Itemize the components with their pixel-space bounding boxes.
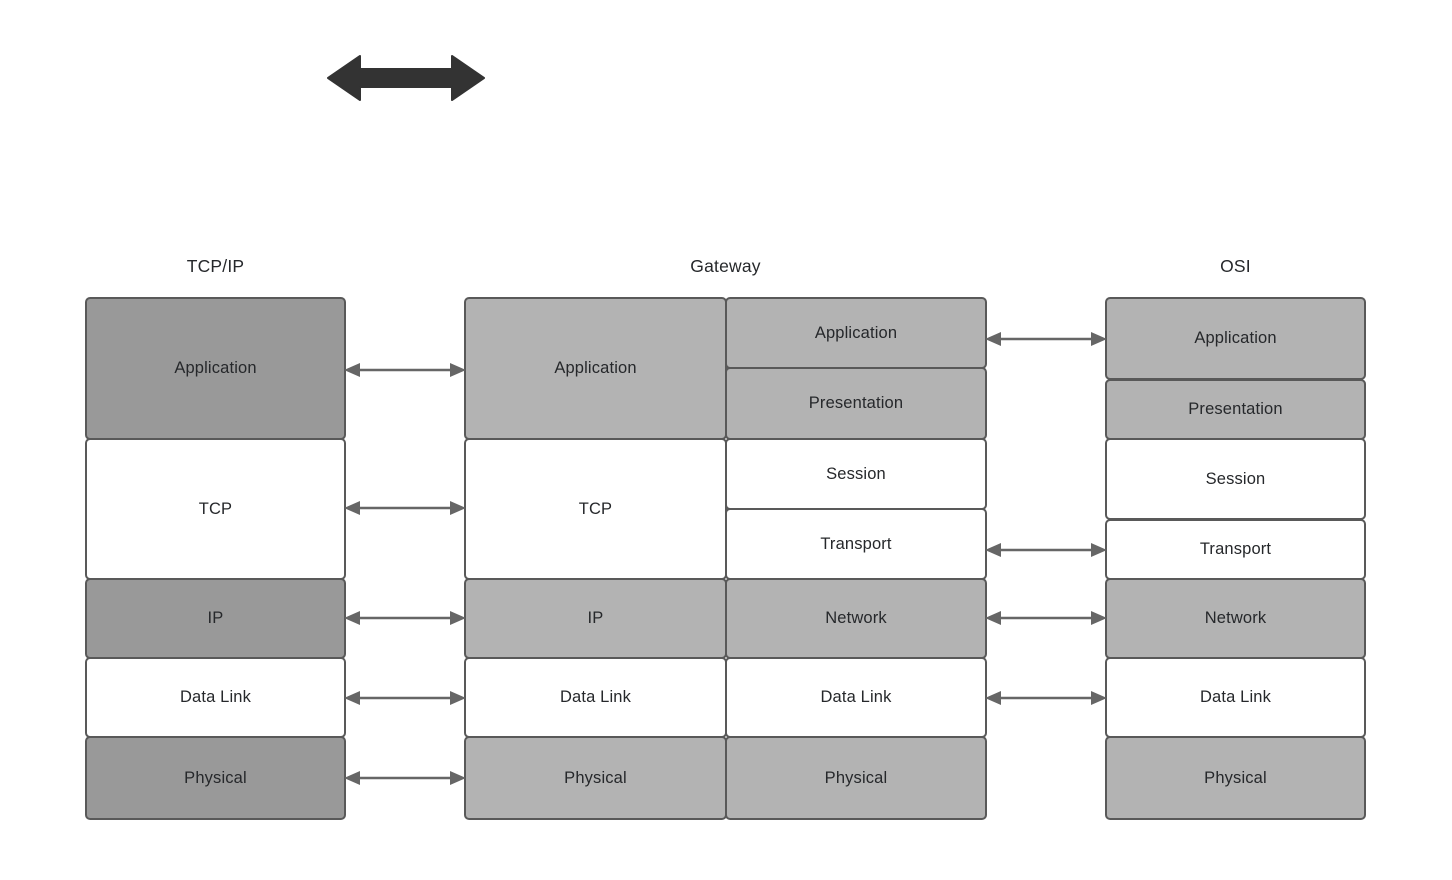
layer-osi-physical[interactable]: Physical	[1105, 736, 1366, 820]
layer-osi-application[interactable]: Application	[1105, 297, 1366, 380]
connector-gateway-osi-application	[985, 327, 1107, 351]
layer-tcpip-tcp[interactable]: TCP	[85, 438, 346, 580]
layer-osi-session[interactable]: Session	[1105, 438, 1366, 520]
layer-gateway-left-tcp[interactable]: TCP	[464, 438, 727, 580]
layer-osi-transport[interactable]: Transport	[1105, 519, 1366, 580]
layer-gateway-right-transport[interactable]: Transport	[725, 508, 987, 580]
connector-tcpip-gateway-application	[344, 358, 466, 382]
layer-tcpip-data-link[interactable]: Data Link	[85, 657, 346, 738]
layer-gateway-left-application[interactable]: Application	[464, 297, 727, 440]
connector-tcpip-gateway-data-link	[344, 686, 466, 710]
column-header-osi: OSI	[1220, 256, 1251, 276]
layer-osi-network[interactable]: Network	[1105, 578, 1366, 659]
layer-gateway-right-physical[interactable]: Physical	[725, 736, 987, 820]
layer-gateway-right-session[interactable]: Session	[725, 438, 987, 510]
layer-tcpip-application[interactable]: Application	[85, 297, 346, 440]
connector-gateway-osi-data-link	[985, 686, 1107, 710]
connector-gateway-osi-transport	[985, 538, 1107, 562]
layer-gateway-left-ip[interactable]: IP	[464, 578, 727, 659]
connector-gateway-osi-network	[985, 606, 1107, 630]
connector-tcpip-gateway-physical	[344, 766, 466, 790]
layer-gateway-left-physical[interactable]: Physical	[464, 736, 727, 820]
layer-gateway-left-data-link[interactable]: Data Link	[464, 657, 727, 738]
layer-osi-presentation[interactable]: Presentation	[1105, 379, 1366, 440]
column-header-tcpip: TCP/IP	[186, 256, 245, 276]
layer-gateway-right-data-link[interactable]: Data Link	[725, 657, 987, 738]
layer-gateway-right-network[interactable]: Network	[725, 578, 987, 659]
bidirectional-block-arrow-icon	[322, 50, 490, 106]
layer-gateway-right-presentation[interactable]: Presentation	[725, 367, 987, 440]
layer-tcpip-ip[interactable]: IP	[85, 578, 346, 659]
layer-tcpip-physical[interactable]: Physical	[85, 736, 346, 820]
connector-tcpip-gateway-ip	[344, 606, 466, 630]
connector-tcpip-gateway-tcp	[344, 496, 466, 520]
column-header-gateway: Gateway	[690, 256, 761, 276]
layer-osi-data-link[interactable]: Data Link	[1105, 657, 1366, 738]
layer-gateway-right-application[interactable]: Application	[725, 297, 987, 369]
